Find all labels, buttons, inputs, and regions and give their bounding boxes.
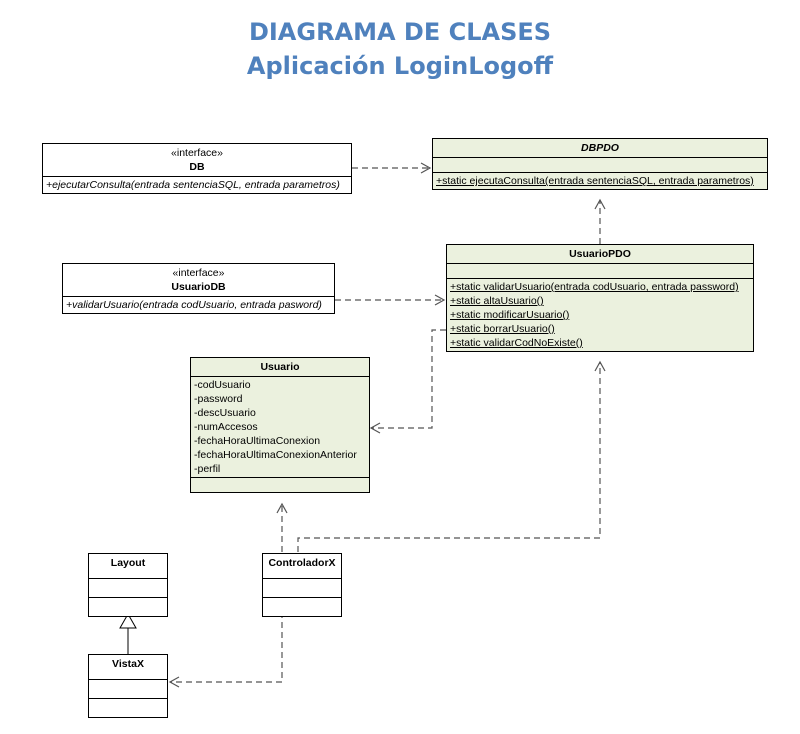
usuariopdo-method: +static borrarUsuario(): [450, 323, 555, 335]
class-usuario: Usuario -codUsuario -password -descUsuar…: [190, 357, 370, 493]
layout-name: Layout: [110, 557, 146, 569]
dependency-usuariopdo-usuario: [369, 329, 446, 434]
db-stereotype: «interface»: [171, 147, 223, 159]
class-controladorx: ControladorX: [262, 553, 342, 617]
usuariopdo-method: +static validarUsuario(entrada codUsuari…: [450, 281, 739, 293]
db-name: DB: [189, 161, 205, 173]
usuariopdo-method: +static modificarUsuario(): [450, 309, 570, 321]
class-usuariodb: «interface» UsuarioDB +validarUsuario(en…: [62, 263, 335, 314]
controladorx-name: ControladorX: [268, 557, 336, 569]
usuariopdo-name: UsuarioPDO: [569, 248, 631, 260]
usuariopdo-method: +static validarCodNoExiste(): [450, 337, 583, 349]
usuario-attribute: -codUsuario: [194, 379, 251, 391]
dbpdo-method: +static ejecutaConsulta(entrada sentenci…: [436, 175, 754, 187]
usuario-attribute: -fechaHoraUltimaConexionAnterior: [194, 449, 357, 461]
dependency-controladorx-usuariopdo: [297, 360, 606, 552]
usuario-attribute: -numAccesos: [194, 421, 258, 433]
dependency-controladorx-vistax: [168, 612, 283, 688]
diagram-subtitle: Aplicación LoginLogoff: [246, 52, 554, 80]
usuario-attribute: -perfil: [194, 463, 221, 475]
usuariodb-name: UsuarioDB: [171, 281, 226, 293]
class-layout: Layout: [88, 553, 168, 617]
class-vistax: VistaX: [88, 654, 168, 718]
db-method: +ejecutarConsulta(entrada sentenciaSQL, …: [46, 179, 340, 191]
usuario-attribute: -descUsuario: [194, 407, 256, 419]
usuariodb-stereotype: «interface»: [172, 267, 225, 279]
class-db: «interface» DB +ejecutarConsulta(entrada…: [42, 143, 352, 194]
usuariodb-method: +validarUsuario(entrada codUsuario, entr…: [66, 299, 322, 311]
inheritance-arrowhead: [119, 612, 137, 629]
dbpdo-name: DBPDO: [581, 142, 619, 154]
class-usuariopdo: UsuarioPDO +static validarUsuario(entrad…: [446, 244, 754, 352]
vistax-name: VistaX: [112, 658, 144, 670]
usuario-attribute: -fechaHoraUltimaConexion: [194, 435, 321, 447]
usuariopdo-method: +static altaUsuario(): [450, 295, 544, 307]
diagram-title: DIAGRAMA DE CLASES: [248, 18, 552, 46]
class-dbpdo: DBPDO +static ejecutaConsulta(entrada se…: [432, 138, 768, 190]
usuario-name: Usuario: [260, 361, 300, 373]
usuario-attribute: -password: [194, 393, 243, 405]
